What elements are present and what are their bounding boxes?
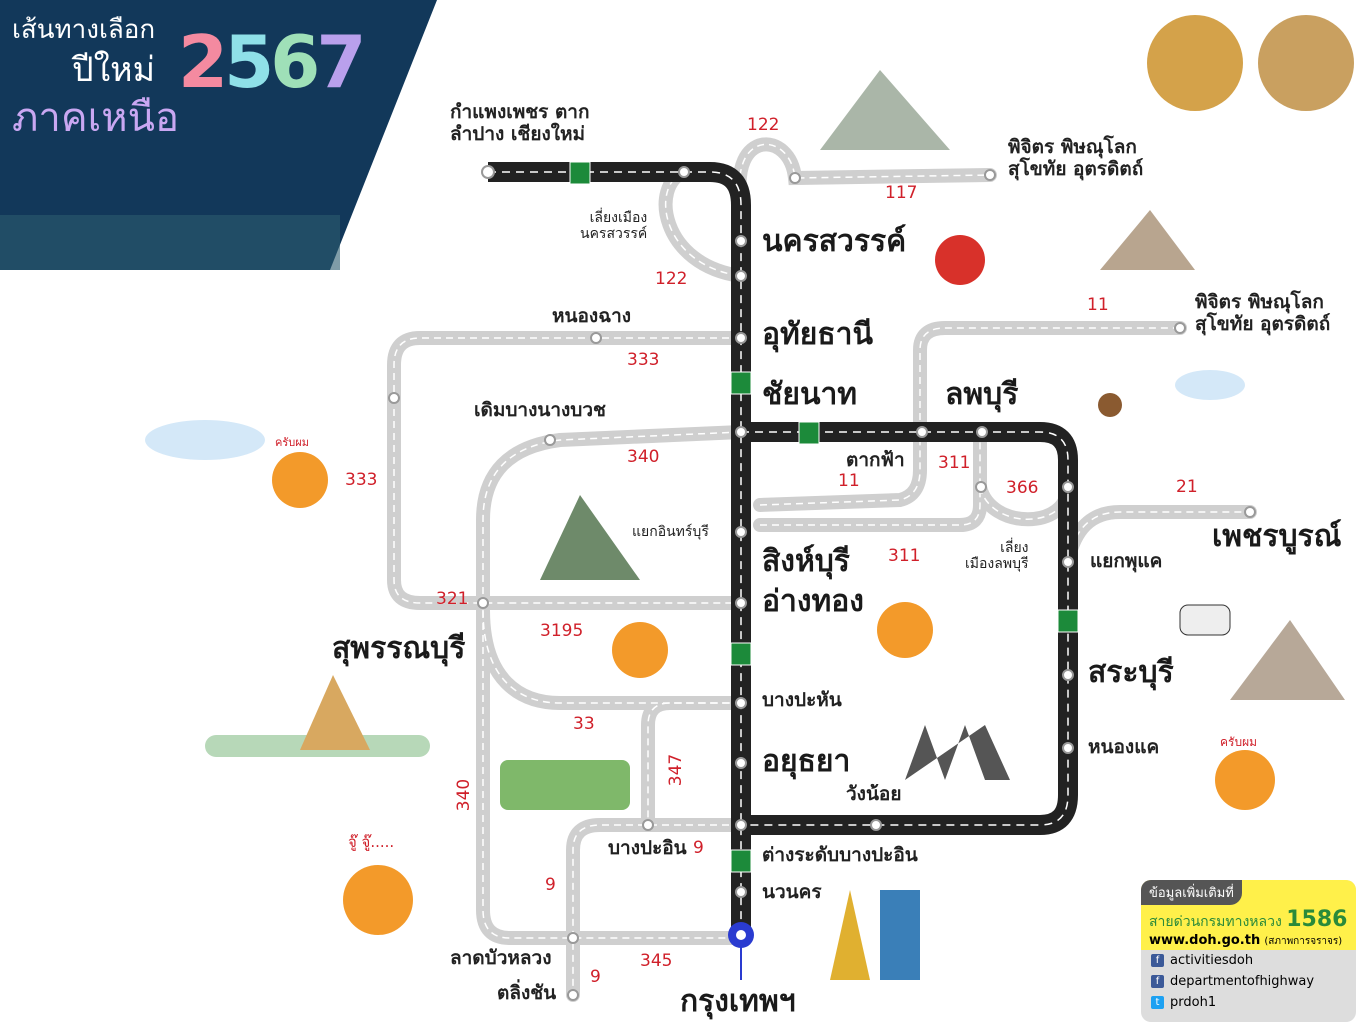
place-nong-khae: หนองแค (1088, 736, 1160, 758)
place-yaek-phu-khae: แยกพุแค (1090, 550, 1163, 572)
place-top-left: กำแพงเพชร ตาก ลำปาง เชียงใหม่ (450, 101, 590, 145)
place-wang-noi: วังน้อย (846, 783, 902, 805)
route-number: 11 (1087, 295, 1109, 315)
place-bang-pahan: บางปะหัน (762, 689, 842, 711)
place-saraburi: สระบุรี (1088, 655, 1174, 690)
place-nava-nakorn: นวนคร (762, 881, 822, 903)
place-yaek-inburi: แยกอินทร์บุรี (632, 524, 709, 540)
place-bang-pa-in-interchange: ต่างระดับบางปะอิน (762, 844, 918, 866)
route-number: 117 (885, 183, 918, 203)
banner-background (0, 0, 437, 270)
doh-seal-logo (1147, 15, 1243, 111)
route-number: 311 (888, 546, 921, 566)
year-digit: 2 (178, 20, 228, 104)
route-number: 347 (666, 753, 687, 787)
place-uthai-thani: อุทัยธานี (762, 317, 874, 352)
year-balloons: 2567 (178, 20, 366, 104)
place-ang-thong: อ่างทอง (762, 584, 864, 619)
route-number: 3195 (540, 621, 584, 641)
year-digit: 5 (224, 20, 274, 104)
facebook-account[interactable]: activitiesdoh (1170, 953, 1254, 968)
place-top-right: พิจิตร พิษณุโลก สุโขทัย อุตรดิตถ์ (1008, 136, 1144, 180)
place-ayutthaya: อยุธยา (762, 744, 851, 779)
place-nong-chang: หนองฉาง (552, 305, 632, 327)
junction-nodes (388, 165, 1256, 1001)
hotline-number: 1586 (1286, 907, 1348, 932)
facebook-icon: f (1151, 975, 1164, 988)
banner-title: เส้นทางเลือก ปีใหม่ ภาคเหนือ (12, 14, 179, 144)
route-number: 321 (436, 589, 469, 609)
website-link[interactable]: www.doh.go.th (1149, 933, 1261, 948)
route-number: 9 (590, 967, 601, 987)
mascot-speech: ครับผม (1220, 735, 1258, 749)
place-phetchabun: เพชรบูรณ์ (1212, 519, 1342, 554)
title-line-1: เส้นทางเลือก (12, 15, 156, 45)
facebook-icon: f (1151, 954, 1164, 967)
hotline-label: สายด่วนกรมทางหลวง (1149, 914, 1282, 930)
place-nakhon-sawan: นครสวรรค์ (762, 224, 907, 259)
place-bang-pa-in: บางปะอิน (608, 837, 687, 859)
route-number: 340 (454, 778, 475, 812)
route-number: 21 (1176, 477, 1198, 497)
illustrations (145, 15, 1354, 980)
route-number: 122 (655, 269, 688, 289)
route-number: 345 (640, 951, 673, 971)
place-right-mid: พิจิตร พิษณุโลก สุโขทัย อุตรดิตถ์ (1195, 291, 1331, 335)
temple-skyline (0, 215, 340, 270)
twitter-account[interactable]: prdoh1 (1170, 995, 1217, 1010)
ministry-seal-logo (1258, 15, 1354, 111)
year-digit: 7 (316, 20, 366, 104)
mascot-speech: ครับผม (275, 436, 309, 449)
title-line-3: ภาคเหนือ (12, 94, 179, 141)
place-taling-chan: ตลิ่งชัน (497, 982, 557, 1004)
place-chai-nat: ชัยนาท (762, 377, 858, 412)
contact-info-box: ข้อมูลเพิ่มเติมที่ สายด่วนกรมทางหลวง 158… (1141, 880, 1356, 1022)
route-number: 33 (573, 714, 595, 734)
place-sing-buri: สิงห์บุรี (762, 544, 850, 579)
place-suphan-buri: สุพรรณบุรี (332, 631, 466, 666)
place-lat-bua-luang: ลาดบัวหลวง (450, 947, 552, 969)
route-number: 311 (938, 453, 971, 473)
website-note: (สภาพการจราจร) (1264, 936, 1343, 947)
facebook-account[interactable]: departmentofhighway (1170, 974, 1315, 989)
route-number: 9 (693, 838, 704, 858)
info-tag: ข้อมูลเพิ่มเติมที่ (1141, 880, 1242, 905)
route-number: 9 (545, 875, 556, 895)
bangkok-pin (728, 922, 754, 980)
mascot-speech: จู๊ จู๊..... (348, 833, 395, 851)
title-line-2: ปีใหม่ (72, 49, 156, 90)
twitter-icon: t (1151, 996, 1164, 1009)
route-number: 366 (1006, 478, 1039, 498)
route-number: 340 (627, 447, 660, 467)
place-lopburi: ลพบุรี (945, 377, 1019, 412)
place-lopburi-bypass: เลี่ยง เมืองลพบุรี (965, 540, 1029, 573)
route-shields (569, 161, 1079, 873)
year-digit: 6 (270, 20, 320, 104)
route-number: 333 (627, 350, 660, 370)
place-tak-fa: ตากฟ้า (846, 449, 905, 471)
route-number: 333 (345, 470, 378, 490)
place-doem-bang: เดิมบางนางบวช (474, 399, 606, 421)
route-number: 11 (838, 471, 860, 491)
route-number: 122 (747, 115, 780, 135)
place-bangkok: กรุงเทพฯ (680, 984, 796, 1019)
place-nakhon-sawan-bypass: เลี่ยงเมือง นครสวรรค์ (580, 210, 648, 243)
